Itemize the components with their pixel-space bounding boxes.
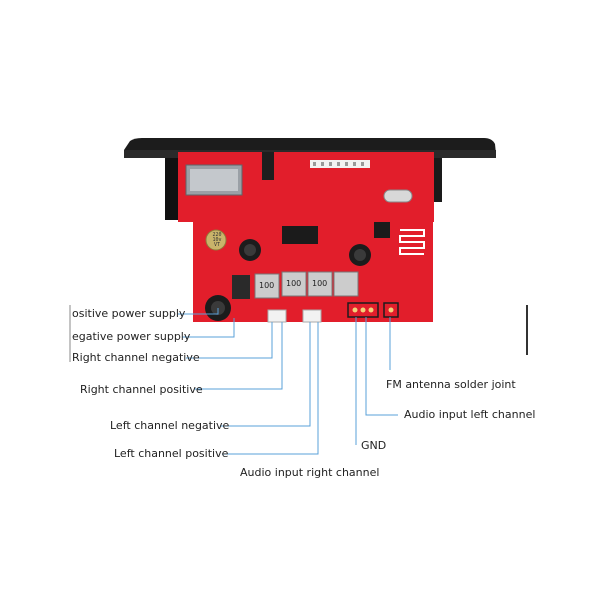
inductor-marking-2: 100 — [286, 279, 302, 288]
inductor-5 — [333, 271, 359, 297]
label-positive-power-supply: ositive power supply — [72, 307, 186, 320]
leader-left-neg — [220, 322, 311, 427]
label-negative-power-supply: egative power supply — [72, 330, 191, 343]
left-speaker-connector — [302, 309, 322, 323]
label-right-channel-positive: Right channel positive — [80, 383, 203, 396]
capacitor-marking: 220 10v VT — [212, 232, 222, 248]
label-right-channel-negative: Right channel negative — [72, 351, 200, 364]
bezel-left-block — [165, 152, 181, 220]
leader-right-pos — [194, 322, 283, 390]
inductor-3 — [281, 271, 307, 297]
inductor-2 — [254, 273, 280, 299]
inductor-1 — [232, 275, 250, 299]
leader-pos-power — [178, 308, 219, 315]
inductor-4 — [307, 271, 333, 297]
audio-input-pads — [347, 302, 379, 318]
bezel-right-block — [432, 152, 442, 202]
leader-audio-left — [365, 317, 398, 416]
crystal — [383, 189, 413, 203]
label-audio-input-left-channel: Audio input left channel — [404, 408, 536, 421]
label-left-channel-negative: Left channel negative — [110, 419, 230, 432]
usb-connector — [262, 152, 274, 180]
leader-left-pos — [222, 322, 319, 455]
fm-chip — [374, 222, 390, 238]
capacitor-220 — [205, 229, 227, 251]
antenna-trace — [399, 229, 425, 255]
label-left-channel-positive: Left channel positive — [114, 447, 229, 460]
label-fm-antenna-solder-joint: FM antenna solder joint — [386, 378, 516, 391]
inductor-marking-3: 100 — [312, 279, 328, 288]
leader-neg-power — [182, 318, 235, 338]
fm-antenna-pad — [383, 302, 399, 318]
right-speaker-connector — [267, 309, 287, 323]
leader-right-neg — [186, 322, 273, 359]
label-audio-input-right-channel: Audio input right channel — [240, 466, 380, 479]
amp-chip — [282, 226, 318, 244]
label-gnd: GND — [361, 439, 387, 452]
inductor-marking-1: 100 — [259, 281, 275, 290]
